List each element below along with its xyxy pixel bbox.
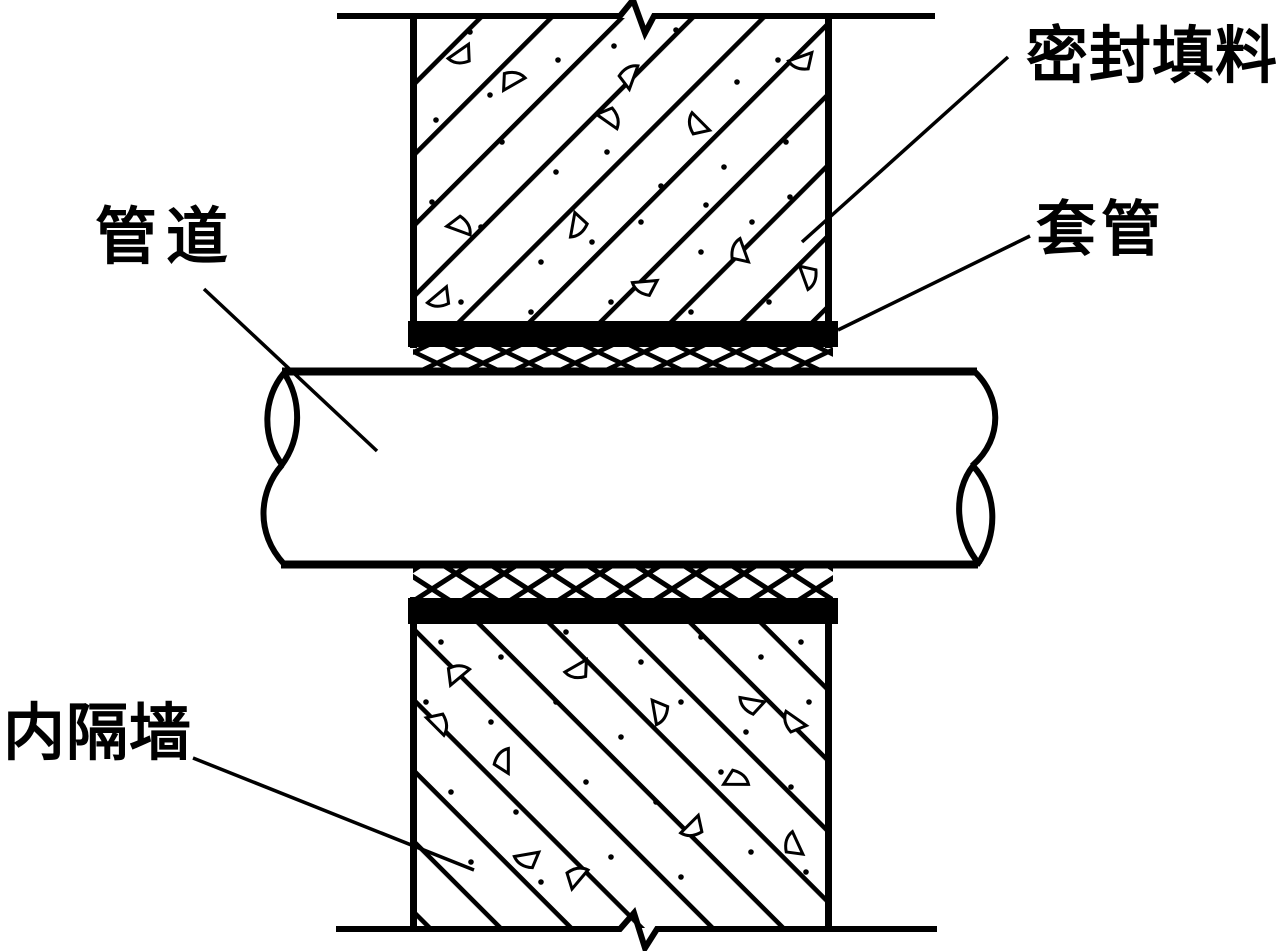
pipe-label: 管道 [95, 203, 238, 272]
upper-wall-hatch [413, 18, 829, 321]
lower-wall-section [413, 624, 829, 928]
sealing-filler-label: 密封填料 [1026, 22, 1279, 91]
wall-face-edges [410, 13, 832, 932]
pipe-break-left [260, 371, 301, 567]
sleeve-bottom-band [408, 598, 838, 624]
pipe-leader-line [202, 287, 379, 453]
sleeve-top-band [408, 321, 838, 347]
sleeve-leader-line [837, 234, 1031, 332]
top-boundary-line-with-break [337, 0, 935, 41]
lower-wall-hatch [413, 624, 829, 928]
sleeve-label: 套管 [1036, 196, 1166, 263]
pipe-body [260, 367, 999, 569]
sealing-filler-top-band [413, 347, 833, 369]
upper-wall-aggregate-dots [429, 27, 793, 315]
partition-wall-leader-line [192, 756, 475, 872]
sealing-filler-bottom-band [413, 566, 833, 598]
pipe-break-right [956, 369, 999, 567]
leader-lines [192, 55, 1031, 872]
sealing-filler-leader-line [800, 55, 1010, 244]
bottom-boundary-line-with-break [336, 907, 937, 951]
partition-wall-label: 内隔墙 [3, 699, 193, 768]
upper-wall-section [413, 18, 829, 321]
lower-wall-aggregate-dots [423, 629, 812, 885]
